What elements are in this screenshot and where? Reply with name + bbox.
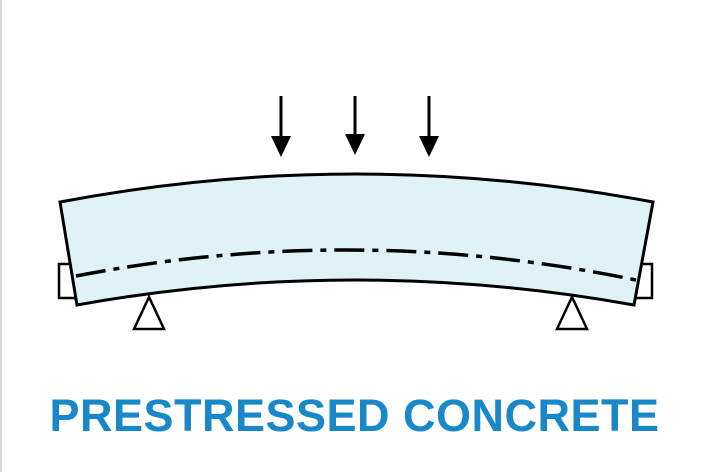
concrete-beam (58, 172, 655, 307)
diagram-title: PRESTRESSED CONCRETE (49, 390, 660, 441)
load-arrows (271, 96, 439, 157)
down-arrow-icon (271, 96, 291, 157)
down-arrow-icon (345, 96, 365, 155)
right-support-triangle (555, 294, 589, 331)
left-border (0, 0, 2, 472)
down-arrow-icon (419, 96, 439, 157)
prestress-tendon-line (75, 248, 637, 282)
left-support-triangle (132, 294, 166, 331)
